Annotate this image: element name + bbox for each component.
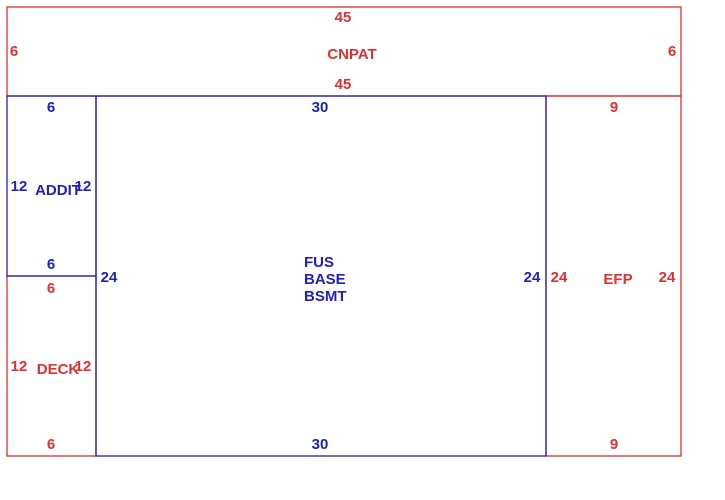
cnpat-dim-right: 6 [668,43,676,60]
fus-dim-bottom: 30 [312,436,329,453]
efp-label: EFP [603,271,632,288]
deck-dim-left: 12 [11,358,28,375]
efp-dim-bottom: 9 [610,436,618,453]
deck-dim-right: 12 [75,358,92,375]
section-deck: DECK 6 6 12 12 [6,275,97,457]
addit-dim-left: 12 [11,178,28,195]
efp-dim-top: 9 [610,99,618,116]
deck-dim-bottom: 6 [47,436,55,453]
deck-label: DECK [37,361,80,378]
fus-label-line-2: BASE [304,271,346,288]
fus-dim-right: 24 [524,269,541,286]
section-efp: EFP 9 9 24 24 [545,95,682,457]
cnpat-dim-left: 6 [10,43,18,60]
addit-label: ADDIT [35,182,81,199]
fus-label-line-1: FUS [304,254,334,271]
cnpat-dim-bottom: 45 [335,76,352,93]
fus-dim-left: 24 [101,269,118,286]
section-addit: ADDIT 6 6 12 12 [6,95,97,277]
fus-dim-top: 30 [312,99,329,116]
cnpat-dim-top: 45 [335,9,352,26]
addit-dim-top: 6 [47,99,55,116]
addit-dim-bottom: 6 [47,256,55,273]
section-fus: FUS BASE BSMT 30 30 24 24 [95,95,547,457]
fus-outline [95,95,547,457]
deck-dim-top: 6 [47,280,55,297]
fus-label-line-3: BSMT [304,288,347,305]
section-cnpat: CNPAT 45 45 6 6 [6,6,682,97]
cnpat-label: CNPAT [327,46,376,63]
efp-dim-right: 24 [659,269,676,286]
addit-dim-right: 12 [75,178,92,195]
efp-dim-left: 24 [551,269,568,286]
